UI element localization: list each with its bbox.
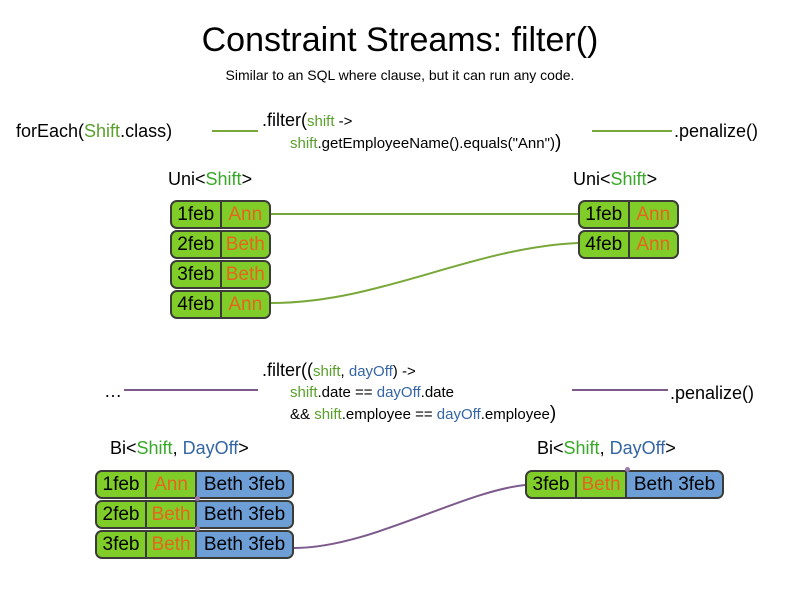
card-name: Beth [147,532,195,557]
bi-penalize-label: .penalize() [670,383,755,403]
uni-filter-code: .filter(shift -> shift.getEmployeeName()… [262,110,561,154]
card-name: Beth [221,232,269,257]
bi-filter-comma: , [340,363,349,380]
uni-input-card-4[interactable]: 4feb Ann [170,290,271,319]
bi-input-type-dayoff: DayOff [182,438,239,458]
card-dayoff: Beth 3feb [625,472,722,497]
uni-filter-body-param: shift [290,135,318,152]
junction-dot-1 [195,496,200,501]
card-name: Ann [221,202,269,227]
card-dayoff: Beth 3feb [195,472,292,497]
bi-filter-l3-dayoff: dayOff [436,406,481,423]
card-dayoff: Beth 3feb [195,502,292,527]
card-name: Ann [629,232,677,257]
uni-input-type-label: Uni<Shift> [168,168,252,190]
bi-filter-param-shift: shift [313,363,341,380]
card-date: 1feb [97,472,147,497]
uni-output-type-label: Uni<Shift> [573,168,657,190]
card-date: 3feb [97,532,147,557]
card-name: Beth [221,262,269,287]
bi-output-type-dayoff: DayOff [609,438,666,458]
bi-filter-l3-rest: .employee [480,406,550,423]
card-date: 4feb [172,292,222,317]
card-date: 1feb [580,202,630,227]
bi-input-type-prefix: Bi< [110,438,137,458]
uni-penalize-label: .penalize() [674,121,759,141]
uni-input-type-suffix: > [241,169,253,189]
bi-filter-l2-shift: shift [290,384,318,401]
bi-input-type-comma: , [172,438,183,458]
uni-input-card-2[interactable]: 2feb Beth [170,230,271,259]
junction-dot-2 [195,526,200,531]
bi-filter-l2-mid: .date == [317,384,377,401]
uni-filter-body-rest: .getEmployeeName().equals("Ann") [317,135,555,152]
bi-output-card-1[interactable]: 3feb Beth Beth 3feb [525,470,724,499]
uni-output-type-prefix: Uni< [573,169,611,189]
bi-filter-param-dayoff: dayOff [348,363,393,380]
card-name: Ann [147,472,195,497]
foreach-suffix: .class) [120,121,173,141]
uni-filter-arrow: -> [334,113,353,130]
bi-filter-arrow: ) -> [392,363,416,380]
bi-input-type-shift: Shift [136,438,173,458]
foreach-label: forEach(Shift.class) [16,119,172,143]
uni-input-type-prefix: Uni< [168,169,206,189]
bi-filter-l3-shift: shift [314,406,342,423]
card-name: Ann [629,202,677,227]
uni-filter-keyword: .filter( [262,110,307,130]
uni-filter-param: shift [307,113,335,130]
bi-input-card-2[interactable]: 2feb Beth Beth 3feb [95,500,294,529]
card-name: Ann [221,292,269,317]
bi-filter-l2-rest: .date [420,384,455,401]
page-title: Constraint Streams: filter() [201,21,599,59]
bi-filter-l3-amp: && [290,406,315,423]
card-date: 2feb [97,502,147,527]
foreach-prefix: forEach( [16,121,85,141]
uni-output-card-2[interactable]: 4feb Ann [578,230,679,259]
uni-input-card-1[interactable]: 1feb Ann [170,200,271,229]
bi-output-type-prefix: Bi< [537,438,564,458]
foreach-type: Shift [84,121,121,141]
uni-output-card-1[interactable]: 1feb Ann [578,200,679,229]
bi-output-type-comma: , [599,438,610,458]
bi-input-type-label: Bi<Shift, DayOff> [110,437,249,459]
page-subtitle: Similar to an SQL where clause, but it c… [225,67,575,83]
bi-filter-close-paren: ) [549,403,557,424]
bi-source-ellipsis: … [104,381,122,401]
bi-filter-l3-mid: .employee == [341,406,437,423]
card-name: Beth [147,502,195,527]
junction-dot-3 [625,467,630,472]
bi-input-type-suffix: > [238,438,249,458]
card-dayoff: Beth 3feb [195,532,292,557]
uni-input-card-3[interactable]: 3feb Beth [170,260,271,289]
bi-output-type-suffix: > [665,438,676,458]
connector-bi-row3 [293,484,526,549]
card-date: 1feb [172,202,222,227]
card-date: 4feb [580,232,630,257]
uni-input-type-shift: Shift [205,169,242,189]
bi-input-card-3[interactable]: 3feb Beth Beth 3feb [95,530,294,559]
card-name: Beth [577,472,625,497]
connector-uni-row4 [270,242,579,304]
uni-filter-close-paren: ) [554,132,562,153]
bi-input-card-1[interactable]: 1feb Ann Beth 3feb [95,470,294,499]
card-date: 2feb [172,232,222,257]
bi-filter-l2-dayoff: dayOff [376,384,421,401]
bi-filter-code: .filter((shift, dayOff) -> shift.date ==… [262,360,556,425]
card-date: 3feb [527,472,577,497]
bi-output-type-shift: Shift [563,438,600,458]
bi-filter-keyword: .filter(( [262,360,313,380]
uni-output-type-suffix: > [646,169,658,189]
card-date: 3feb [172,262,222,287]
bi-output-type-label: Bi<Shift, DayOff> [537,437,676,459]
uni-output-type-shift: Shift [610,169,647,189]
